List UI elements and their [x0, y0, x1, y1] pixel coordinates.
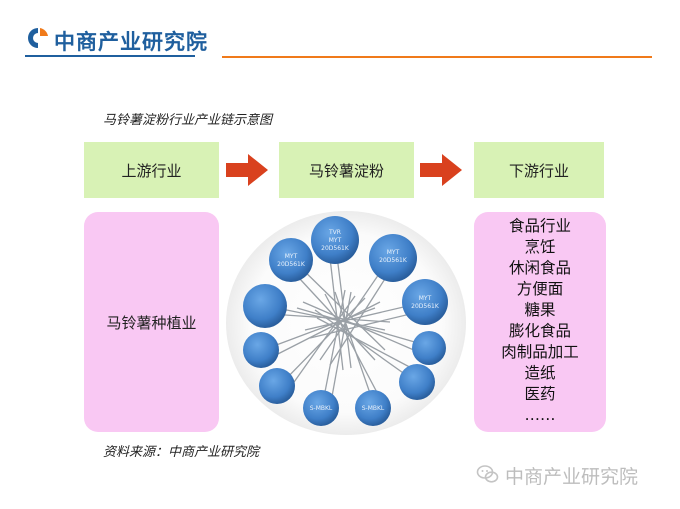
capacitor-label: MYT — [419, 295, 432, 302]
header-rule-orange — [222, 56, 652, 58]
wechat-icon — [476, 465, 499, 483]
list-item: 方便面 — [516, 280, 564, 298]
capacitor-photo: TVR MYT 20D561K MYT 20D561K MYT 20D561K … — [226, 211, 466, 435]
upstream-detail-label: 马铃薯种植业 — [106, 313, 197, 332]
watermark-text: 中商产业研究院 — [505, 466, 639, 488]
capacitor-label: TVR — [328, 229, 341, 236]
capacitor-label: MYT — [329, 237, 342, 244]
list-item: 医药 — [524, 385, 556, 403]
stage-downstream: 下游行业 — [474, 142, 604, 198]
company-logo-icon — [28, 28, 48, 48]
source-note: 资料来源：中商产业研究院 — [103, 445, 260, 460]
list-item: 食品行业 — [508, 217, 571, 235]
capacitor-label: 20D561K — [321, 245, 350, 252]
capacitor-label: 20D561K — [379, 257, 408, 264]
capacitor-label: MYT — [387, 249, 400, 256]
list-item: 造纸 — [524, 364, 556, 382]
capacitor-label: 20D561K — [411, 303, 440, 310]
diagram-caption: 马铃薯淀粉行业产业链示意图 — [103, 113, 273, 128]
downstream-industry-list: 食品行业 烹饪 休闲食品 方便面 糖果 膨化食品 肉制品加工 造纸 医药 …… — [474, 216, 606, 426]
list-item: 肉制品加工 — [501, 343, 579, 361]
upstream-detail-box: 马铃薯种植业 — [84, 212, 219, 432]
right-arrow-icon — [226, 154, 268, 186]
capacitor-label: S-MBKL — [310, 405, 333, 412]
capacitor-label: MYT — [285, 253, 298, 260]
right-arrow-icon — [420, 154, 462, 186]
list-item: 休闲食品 — [508, 259, 571, 277]
stage-midstream: 马铃薯淀粉 — [279, 142, 414, 198]
capacitor-label: S-MBKL — [362, 405, 385, 412]
header-rule-blue — [25, 55, 195, 57]
brand-name: 中商产业研究院 — [54, 30, 208, 54]
list-item: 糖果 — [524, 301, 556, 319]
downstream-detail-box: 食品行业 烹饪 休闲食品 方便面 糖果 膨化食品 肉制品加工 造纸 医药 …… — [474, 212, 606, 432]
list-item: 膨化食品 — [508, 322, 571, 340]
stage-upstream: 上游行业 — [84, 142, 219, 198]
capacitor-label: 20D561K — [277, 261, 306, 268]
list-item: 烹饪 — [524, 238, 556, 256]
list-item: …… — [524, 406, 556, 424]
